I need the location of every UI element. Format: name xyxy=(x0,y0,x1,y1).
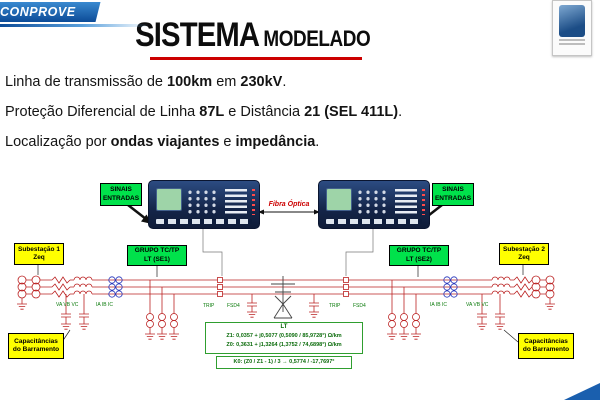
bullet2-end: . xyxy=(398,104,403,120)
sinais-entradas-left: SINAIS ENTRADAS xyxy=(100,183,142,206)
logo-text: CONPROVE xyxy=(0,5,76,19)
relay-label-strip xyxy=(225,189,247,215)
capacitancias-left-label: Capacitâncias do Barramento xyxy=(8,333,64,359)
subestacao-1-label: Subestação 1 Zeq xyxy=(14,243,64,265)
slide-corner-decoration xyxy=(564,383,600,400)
grupo-tctp-se1: GRUPO TC/TP LT (SE1) xyxy=(127,245,187,266)
relay-label-strip xyxy=(395,189,417,215)
bullet3-text: Localização por xyxy=(5,134,111,150)
fsd4-label-right: FSD4 xyxy=(353,303,366,309)
breaker-right xyxy=(343,277,349,297)
relay-keypad xyxy=(186,189,220,215)
bullet-line-2: Proteção Diferencial de Linha 87L e Dist… xyxy=(5,104,402,120)
product-photo xyxy=(552,0,592,56)
v-label-right: VA VB VC xyxy=(466,302,489,308)
title-sub: MODELADO xyxy=(263,26,371,51)
title-main: SISTEMA xyxy=(135,16,260,54)
relay-sel411l-left xyxy=(148,180,260,229)
bullet2-bold2: 21 (SEL 411L) xyxy=(304,104,399,120)
trip-label-right: TRIP xyxy=(329,303,341,309)
relay-led-column xyxy=(252,189,255,215)
sinais-line1: SINAIS xyxy=(110,186,132,194)
logo-underline xyxy=(0,24,150,27)
relay-display xyxy=(326,188,352,211)
bus-capacitors-left xyxy=(60,294,90,330)
capacitancias-right-label: Capacitâncias do Barramento xyxy=(518,333,574,359)
bullet3-end: . xyxy=(315,134,320,150)
bullet2-bold1: 87L xyxy=(199,104,225,120)
current-transformers xyxy=(108,276,458,298)
i-label-right: IA IB IC xyxy=(430,302,447,308)
grupo-tctp-se2: GRUPO TC/TP LT (SE2) xyxy=(389,245,449,266)
trip-label-left: TRIP xyxy=(203,303,215,309)
relay-sel411l-right xyxy=(318,180,430,229)
sub-line2: Zeq xyxy=(518,254,530,261)
grupo-line2: LT (SE2) xyxy=(406,255,432,263)
sub-line2: Zeq xyxy=(33,254,45,261)
k0-parameter-box: K0: (Z0 / Z1 - 1) / 3 → 0,5774 / -17,769… xyxy=(216,356,352,369)
breaker-left xyxy=(217,277,223,297)
relay-terminal-row xyxy=(156,219,252,224)
v-label-left: VA VB VC xyxy=(56,302,79,308)
title-underline xyxy=(150,57,362,60)
relay-terminal-row xyxy=(326,219,422,224)
bullet2-mid: e Distância xyxy=(224,104,305,120)
lt-title: LT xyxy=(280,324,288,330)
device-image xyxy=(559,5,585,37)
bus-capacitors-right xyxy=(476,294,506,330)
z1-value: Z1: 0,0357 + j0,5077 (0,5090 / 85,9728°)… xyxy=(226,333,342,340)
source-left xyxy=(16,275,41,310)
subestacao-2-label: Subestação 2 Zeq xyxy=(499,243,549,265)
sinais-line2: ENTRADAS xyxy=(434,194,472,202)
cap-line2: do Barramento xyxy=(522,346,570,353)
bullet-line-1: Linha de transmissão de 100km em 230kV. xyxy=(5,74,286,90)
bullet3-bold1: ondas viajantes xyxy=(110,134,220,150)
line-capacitors xyxy=(246,294,320,318)
cap-line2: do Barramento xyxy=(12,346,60,353)
conprove-logo: CONPROVE xyxy=(0,2,101,22)
bullet1-end: . xyxy=(282,74,287,90)
relay-keypad xyxy=(356,189,390,215)
relay-led-column xyxy=(422,189,425,215)
source-right xyxy=(531,275,556,310)
caption-line xyxy=(559,39,585,41)
i-label-left: IA IB IC xyxy=(96,302,113,308)
circuit-schematic: Fibra Óptica VA VB VC IA IB IC IA IB IC … xyxy=(16,199,556,343)
bullet3-mid: e xyxy=(219,134,236,150)
fibre-optic-link: Fibra Óptica xyxy=(258,199,320,215)
relay-display xyxy=(156,188,182,211)
bullet1-bold1: 100km xyxy=(167,74,213,90)
bullet1-text: Linha de transmissão de xyxy=(5,74,168,90)
sinais-line1: SINAIS xyxy=(442,186,464,194)
sub-line1: Subestação 2 xyxy=(503,245,545,253)
cap-line1: Capacitâncias xyxy=(14,337,58,345)
z0-value: Z0: 0,3631 + j1,3264 (1,3752 / 74,6898°)… xyxy=(226,341,342,348)
caption-line xyxy=(559,43,585,45)
sub-line1: Subestação 1 xyxy=(18,245,60,253)
fsd4-label-left: FSD4 xyxy=(227,303,240,309)
grupo-line1: GRUPO TC/TP xyxy=(396,247,442,255)
fibra-optica-label: Fibra Óptica xyxy=(269,199,310,208)
tp-group-left xyxy=(144,280,180,340)
bullet2-text: Proteção Diferencial de Linha xyxy=(5,104,200,120)
tp-group-right xyxy=(386,280,422,340)
bullet-line-3: Localização por ondas viajantes e impedâ… xyxy=(5,134,319,150)
sinais-line2: ENTRADAS xyxy=(102,194,140,202)
component-labels: VA VB VC IA IB IC IA IB IC VA VB VC TRIP… xyxy=(56,302,489,309)
sinais-entradas-right: SINAIS ENTRADAS xyxy=(432,183,474,206)
bullet1-bold2: 230kV xyxy=(240,74,283,90)
grupo-line1: GRUPO TC/TP xyxy=(134,247,180,255)
bullet3-bold2: impedância xyxy=(235,134,316,150)
transmission-tower-icon xyxy=(271,276,295,319)
line-parameters-box: LT Z1: 0,0357 + j0,5077 (0,5090 / 85,972… xyxy=(205,322,363,354)
grupo-line2: LT (SE1) xyxy=(144,255,170,263)
bullet1-mid: em xyxy=(212,74,241,90)
cap-line1: Capacitâncias xyxy=(524,337,568,345)
